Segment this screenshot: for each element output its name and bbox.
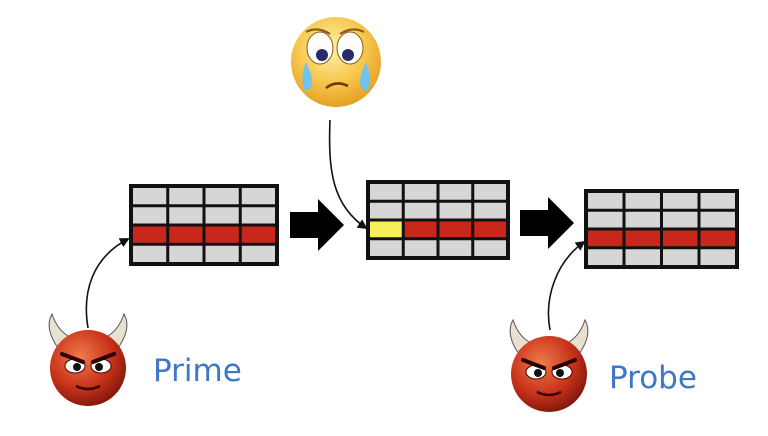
- cache-line-empty: [588, 211, 623, 228]
- cache-line-empty: [133, 245, 167, 262]
- probe-access-arrow: [547, 240, 586, 331]
- cache-line-empty: [241, 207, 275, 224]
- cache-line-empty: [625, 211, 660, 228]
- cache-line-empty: [439, 202, 472, 219]
- cache-line-empty: [205, 188, 239, 205]
- prime-label: Prime: [153, 353, 242, 389]
- cache-line-attacker: [663, 230, 698, 247]
- cache-line-empty: [700, 193, 735, 209]
- block-arrow-right-icon: [520, 197, 574, 249]
- cache-line-attacker: [700, 230, 735, 247]
- cache-line-empty: [370, 240, 402, 256]
- cache-line-empty: [169, 188, 203, 205]
- cache-line-victim: [370, 221, 402, 238]
- prime-access-arrow: [85, 238, 130, 329]
- probe-label: Probe: [609, 360, 697, 396]
- cache-line-empty: [588, 193, 623, 209]
- cache-line-empty: [439, 240, 472, 256]
- cache-line-empty: [474, 184, 506, 200]
- cache-line-empty: [474, 240, 506, 256]
- cache-set-at-probe: [584, 189, 739, 269]
- cache-line-empty: [241, 245, 275, 262]
- cache-line-empty: [169, 207, 203, 224]
- cache-line-empty: [370, 202, 402, 219]
- cache-line-empty: [241, 188, 275, 205]
- cache-line-empty: [663, 211, 698, 228]
- cache-line-attacker: [474, 221, 506, 238]
- cache-line-empty: [663, 249, 698, 265]
- cache-line-empty: [625, 193, 660, 209]
- victim-access-arrow: [328, 119, 368, 230]
- cache-line-empty: [439, 184, 472, 200]
- cache-line-empty: [404, 184, 437, 200]
- devil-face-icon: [48, 312, 128, 406]
- cache-set-after-prime: [129, 184, 279, 266]
- cache-line-attacker: [625, 230, 660, 247]
- cache-line-empty: [370, 184, 402, 200]
- crying-face-icon: [291, 17, 381, 107]
- cache-line-attacker: [133, 226, 167, 243]
- cache-line-empty: [133, 207, 167, 224]
- cache-line-attacker: [241, 226, 275, 243]
- cache-line-empty: [133, 188, 167, 205]
- cache-line-attacker: [205, 226, 239, 243]
- cache-line-empty: [474, 202, 506, 219]
- devil-face-icon: [509, 318, 589, 412]
- cache-line-empty: [404, 202, 437, 219]
- cache-line-empty: [205, 245, 239, 262]
- cache-line-empty: [663, 193, 698, 209]
- cache-line-empty: [588, 249, 623, 265]
- cache-set-after-victim-access: [366, 180, 510, 260]
- cache-line-empty: [169, 245, 203, 262]
- cache-line-attacker: [169, 226, 203, 243]
- cache-line-empty: [404, 240, 437, 256]
- cache-line-empty: [700, 249, 735, 265]
- cache-line-empty: [625, 249, 660, 265]
- block-arrow-right-icon: [290, 199, 344, 251]
- cache-line-empty: [205, 207, 239, 224]
- cache-line-empty: [700, 211, 735, 228]
- cache-line-attacker: [404, 221, 437, 238]
- cache-line-attacker: [439, 221, 472, 238]
- cache-line-attacker: [588, 230, 623, 247]
